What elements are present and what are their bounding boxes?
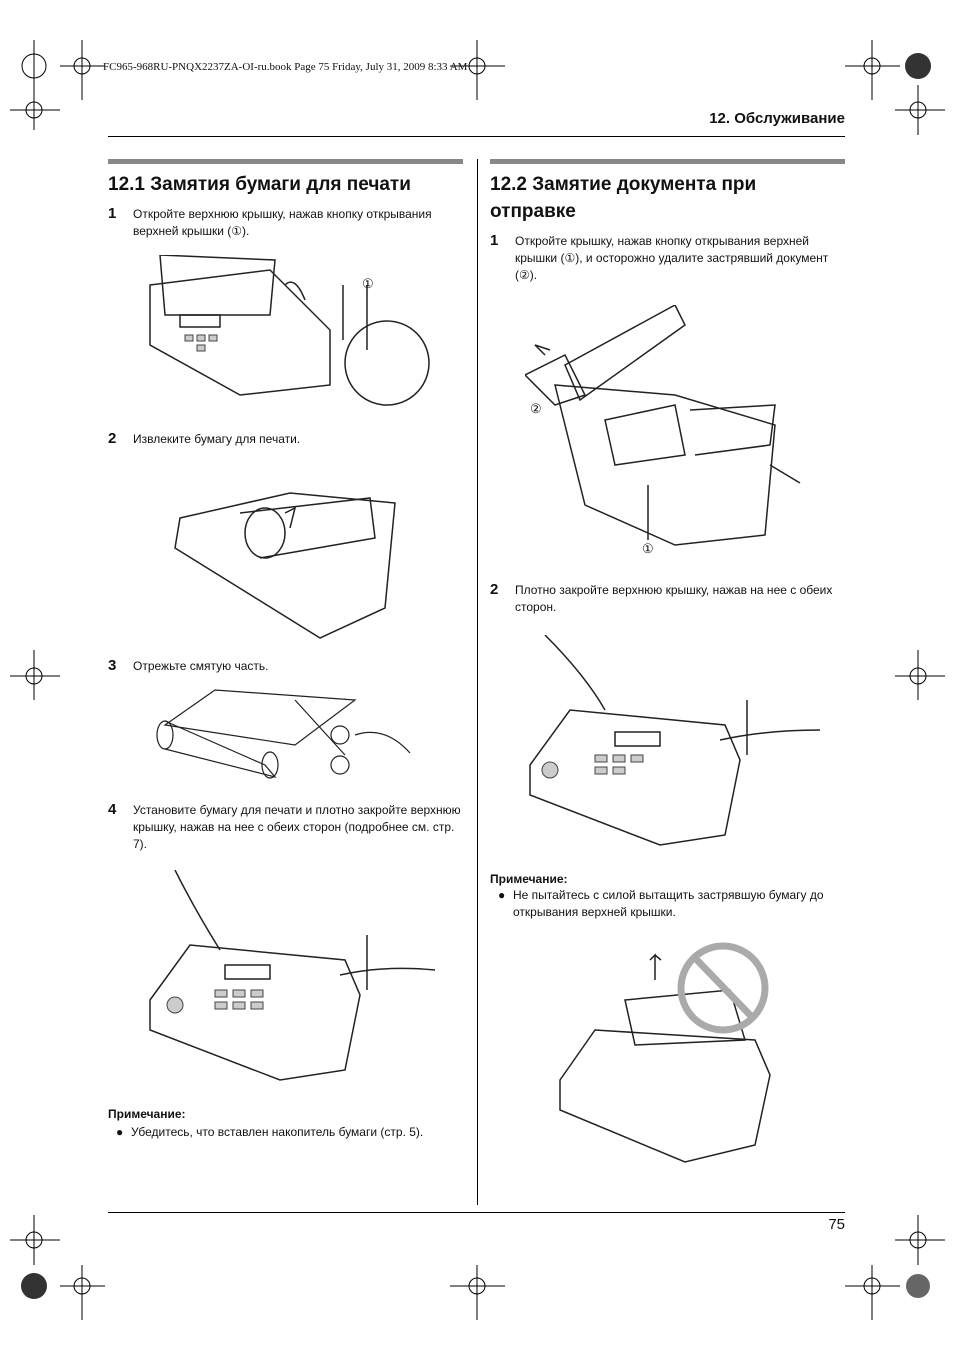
chapter-title: 12. Обслуживание <box>709 110 845 127</box>
note-text: Убедитесь, что вставлен накопитель бумаг… <box>131 1125 424 1139</box>
close-cover-illustration <box>529 635 821 846</box>
note-text: Не пытайтесь с силой вытащить застрявшую… <box>513 888 824 919</box>
step-text: Откройте верхнюю крышку, нажав кнопку от… <box>133 207 432 238</box>
close-cover-illustration <box>149 870 436 1081</box>
book-info: FC965-968RU-PNQX2237ZA-OI-ru.book Page 7… <box>103 61 468 73</box>
callout-2: ② <box>530 401 542 416</box>
fax-open-cover-illustration <box>149 255 430 406</box>
section-title: 12.1 Замятия бумаги для печати <box>108 174 411 195</box>
step-text: Извлеките бумагу для печати. <box>133 432 301 446</box>
step-text: Установите бумагу для печати и плотно за… <box>133 803 461 851</box>
note-title: Примечание: <box>490 872 568 886</box>
step-text: Отрежьте смятую часть. <box>133 659 269 673</box>
section-title: 12.2 Замятие документа при отправке <box>490 174 757 222</box>
step-number: 4 <box>108 801 117 818</box>
step-text: Плотно закройте верхнюю крышку, нажав на… <box>515 583 833 614</box>
section-bar <box>108 159 463 164</box>
page-number: 75 <box>828 1216 845 1233</box>
callout-1: ① <box>642 541 654 556</box>
note-title: Примечание: <box>108 1107 186 1121</box>
step-number: 3 <box>108 657 117 674</box>
step-number: 1 <box>108 205 117 222</box>
column-divider <box>477 159 478 1205</box>
section-bar <box>490 159 845 164</box>
do-not-pull-illustration <box>559 942 771 1163</box>
step-number: 2 <box>490 581 499 598</box>
remove-document-illustration <box>525 305 801 546</box>
step-text: Откройте крышку, нажав кнопку открывания… <box>515 234 829 282</box>
cut-paper-illustration <box>156 689 411 779</box>
callout-1: ① <box>362 276 374 291</box>
note-bullet: ● <box>116 1125 124 1139</box>
remove-paper-illustration <box>174 492 396 639</box>
prohibition-icon <box>677 942 769 1034</box>
note-bullet: ● <box>498 888 506 902</box>
header-rule <box>108 136 845 137</box>
step-number: 2 <box>108 430 117 447</box>
step-number: 1 <box>490 232 499 249</box>
footer-rule <box>108 1212 845 1213</box>
